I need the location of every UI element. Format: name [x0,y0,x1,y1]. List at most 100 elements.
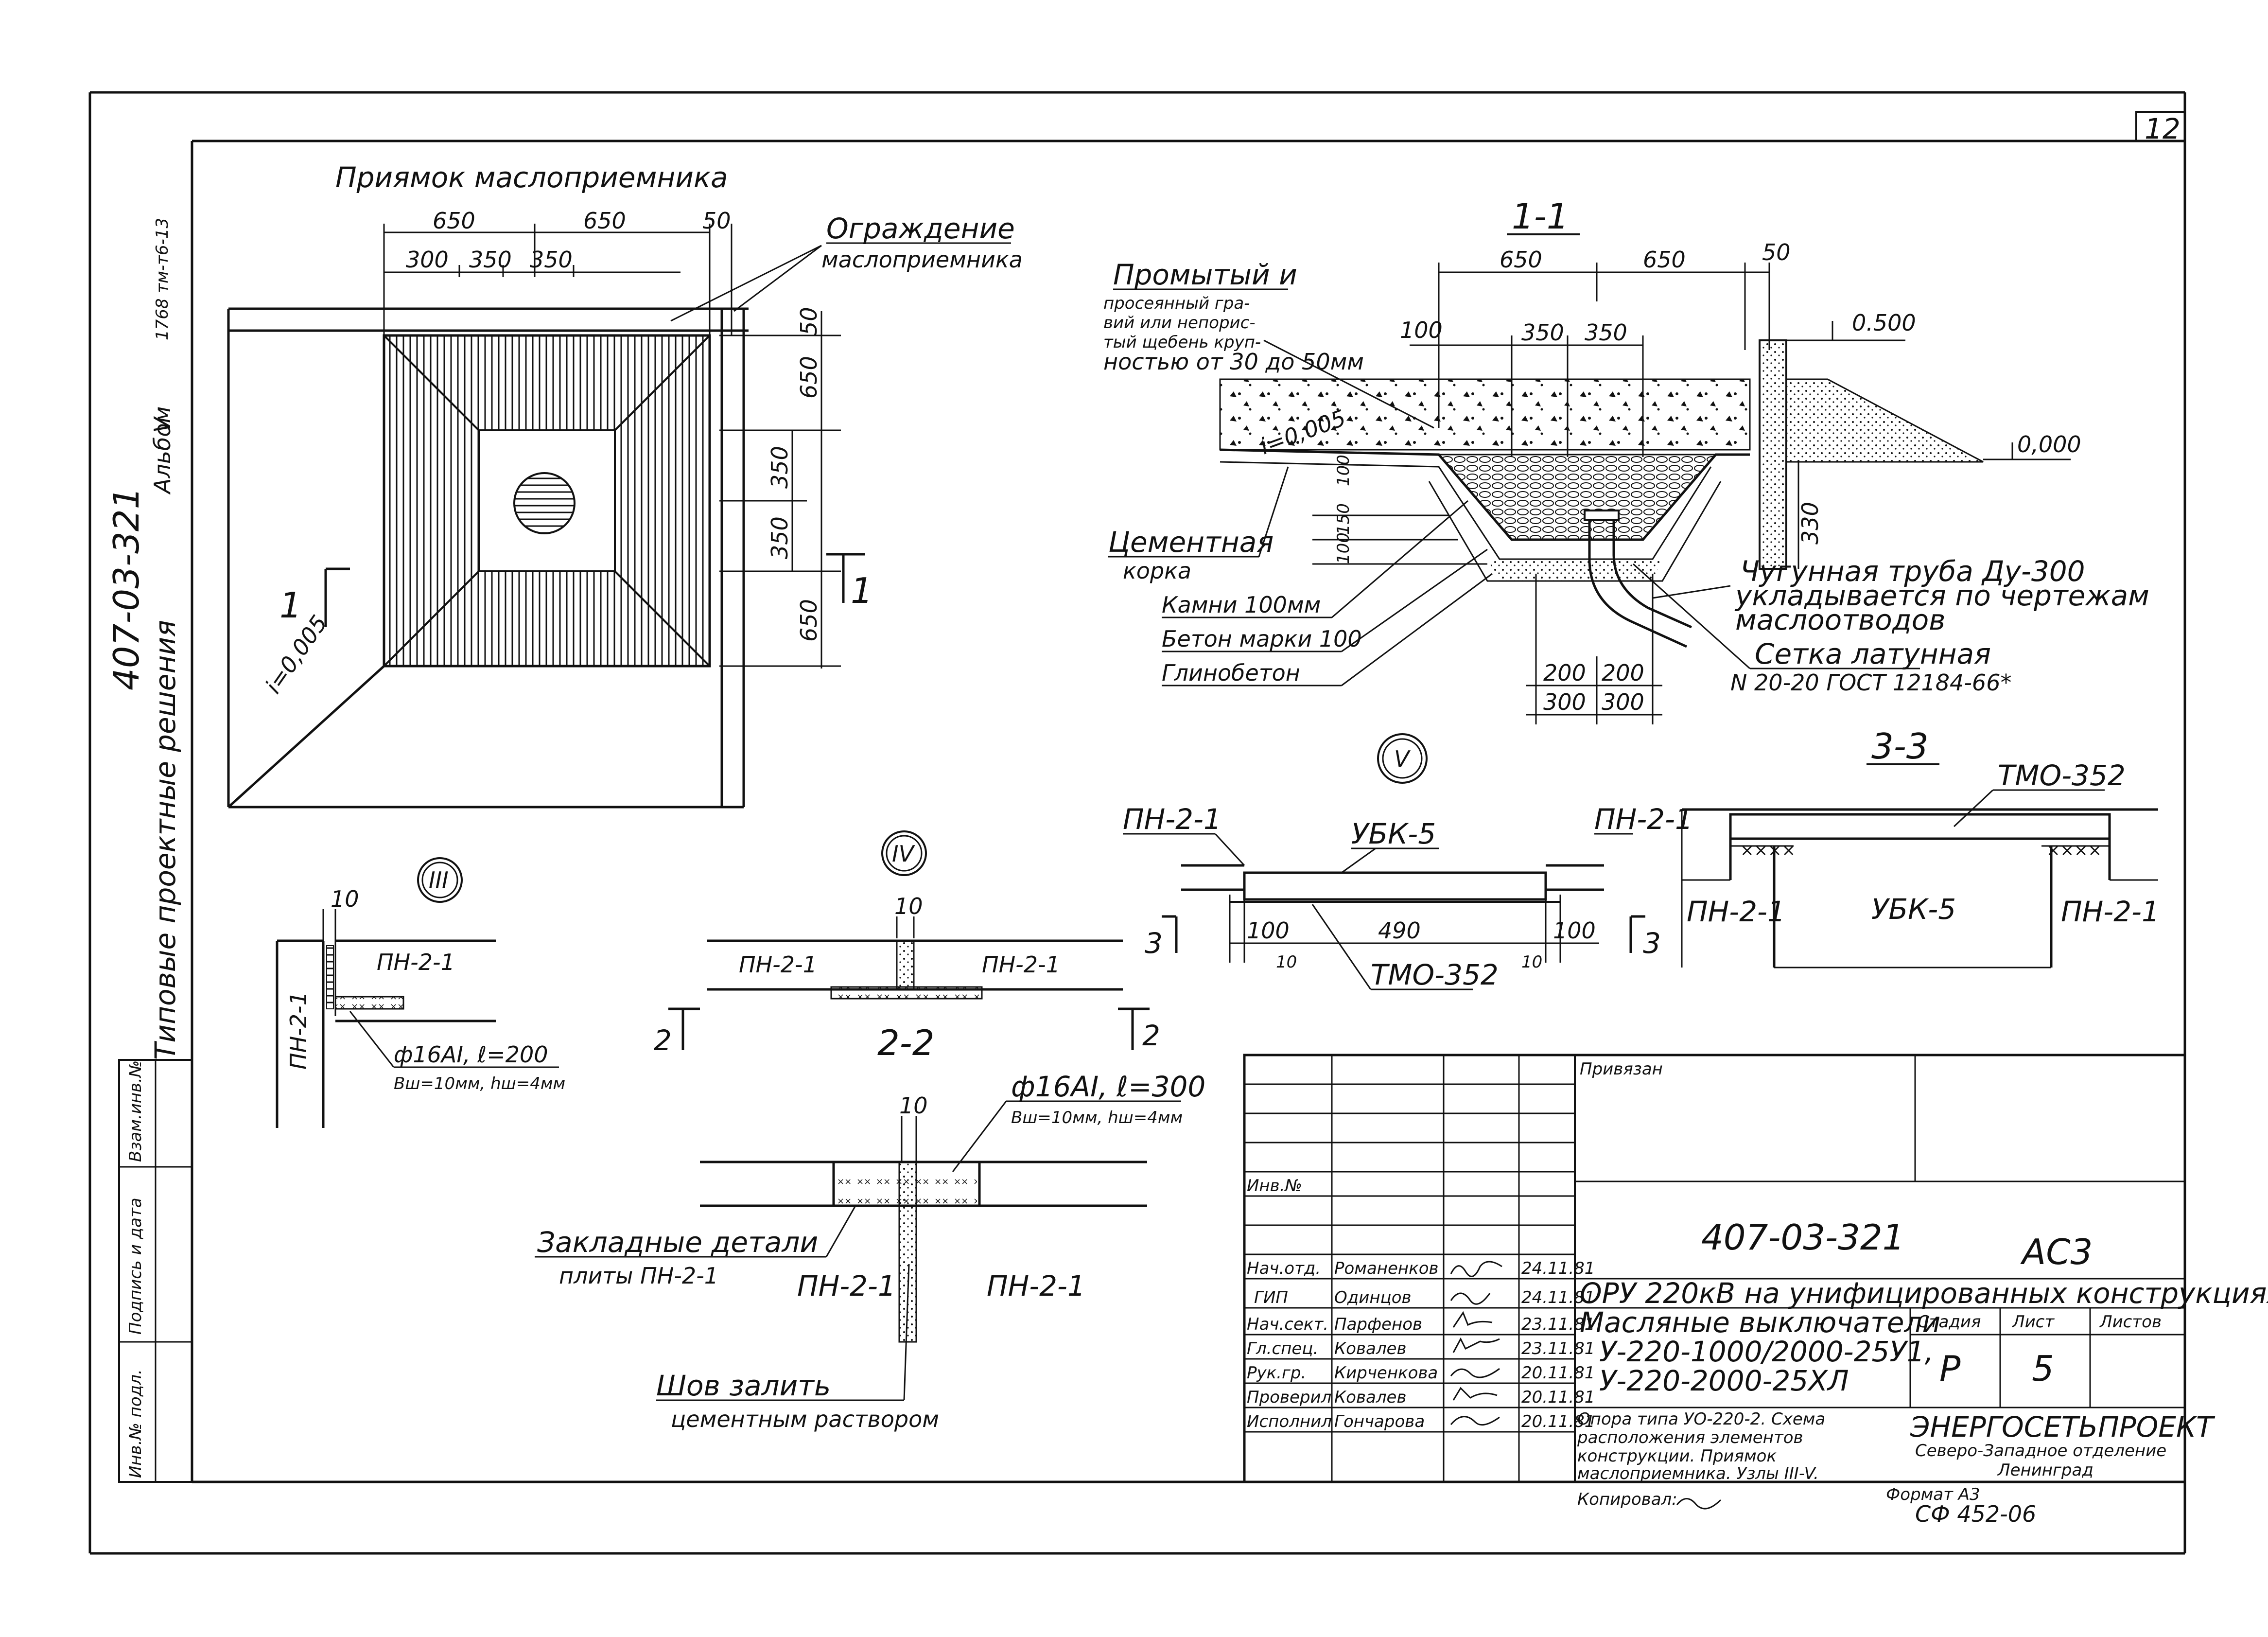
plan-dim-right-2: 650 [796,356,822,399]
s33-weld-left: ×××× [1740,841,1796,860]
tb-stage: Р [1939,1348,1961,1389]
side-stamp-replace: Взам.инв.№ [126,1060,145,1162]
node-III-panel-h: ПН-2-1 [377,949,455,975]
s22-left: ПН-2-1 [797,1269,896,1303]
layer-cement-1: Цементная [1108,526,1274,559]
node-IV: IV 10 ПН-2-1 ПН-2-1 2 2 2-2 [654,830,1160,1063]
side-stamp-inv: Инв.№ подл. [126,1369,145,1478]
s33-plate: ТМО-352 [1998,759,2126,792]
sig-name-7: Гончарова [1334,1412,1425,1431]
gravel-note-2: просеянный гра- [1103,294,1250,313]
s22-bar: ф16АI, ℓ=300 [1011,1070,1205,1103]
node-IV-left: ПН-2-1 [739,951,817,978]
sig-name-4: Ковалев [1334,1339,1407,1358]
tb-sheets-label: Листов [2099,1312,2162,1332]
sig-role-2: ГИП [1254,1288,1288,1307]
s11-layer-dim-3: 100 [1334,532,1353,564]
node-III-dim: 10 [331,886,359,912]
node-V-beam-label: УБК-5 [1351,817,1436,850]
title-block: Привязан Инв.№ 407-03-321 АС3 ОРУ 220кВ … [1243,1054,2268,1527]
tb-doc-code: 407-03-321 [1701,1217,1904,1258]
layer-cement-2: корка [1123,558,1191,584]
album-title: Типовые проектные решения [149,620,182,1060]
left-margin: 407-03-321 Типовые проектные решения Аль… [106,218,182,1060]
plan-title: Приямок маслоприемника [335,161,728,194]
tb-sheet: 5 [2032,1348,2054,1389]
plan-dim-top-1: 650 [433,208,475,234]
section-2-2-title: 2-2 [877,1022,935,1063]
mesh-note-2: N 20-20 ГОСТ 12184-66* [1730,669,2011,696]
album-ref: 407-03-321 [106,487,147,690]
s33-weld-right: ×××× [2046,841,2102,860]
plan-dim-top-2: 650 [583,208,626,234]
node-III: III 10 ПН-2-1 ПН-2-1 ф16АI, ℓ=200 Вш=10м… [276,857,565,1128]
s22-right: ПН-2-1 [987,1269,1085,1303]
album-volume: Альбом [149,406,175,495]
node-III-weld: Вш=10мм, hш=4мм [394,1074,565,1093]
s11-right-dim: 330 [1797,502,1823,545]
plan-dim-right-3: 350 [767,446,793,489]
plan-dim-right-5: 650 [796,599,822,642]
s22-dim: 10 [899,1092,928,1119]
pipe-note-3: маслоотводов [1735,603,1945,636]
tb-sheet-title-3: конструкции. Приямок [1577,1446,1777,1466]
s11-layer-dim-2: 150 [1334,503,1353,535]
signature-scribbles [1450,1261,1502,1426]
tb-privyazan: Привязан [1580,1059,1663,1079]
section-2-2-detail: ф16АI, ℓ=300 Вш=10мм, hш=4мм 10 ПН-2-1 П… [535,1070,1205,1432]
tb-copied: Копировал: [1577,1490,1677,1509]
tb-object-2: У-220-1000/2000-25У1, [1599,1335,1934,1368]
sheet-number: 12 [2145,112,2181,145]
tb-project: ОРУ 220кВ на унифицированных конструкция… [1580,1277,2268,1310]
plan-dim-inner-2: 350 [469,246,512,273]
mesh-note-1: Сетка латунная [1755,637,1991,670]
s33-beam: УБК-5 [1871,893,1956,926]
sig-name-1: Романенков [1334,1259,1439,1278]
s11-dim-bottom-1a: 200 [1543,660,1586,686]
s11-dim-top-2: 650 [1643,246,1686,273]
node-IV-cut-left: 2 [654,1024,672,1057]
node-III-mark: III [429,867,449,893]
sig-date-7: 20.11.81 [1521,1412,1595,1431]
s22-embedded-2: плиты ПН-2-1 [559,1263,718,1289]
s22-joint-1: Шов залить [656,1369,831,1402]
gravel-note-5: ностью от 30 до 50мм [1103,349,1364,375]
s11-dim-top-3: 50 [1762,239,1791,265]
s11-level-ground: 0,000 [2017,431,2081,458]
section-3-3: 3-3 ТМО-352 ×××× ×××× УБК-5 ПН-2-1 ПН-2-… [1681,726,2160,968]
sig-date-3: 23.11.81 [1521,1315,1595,1334]
node-V-dim-1: 100 [1247,917,1290,944]
tb-sheet-title-1: Опора типа УО-220-2. Схема [1577,1409,1825,1429]
node-V-cut-left: 3 [1145,927,1163,960]
plan-section-mark-left: 1 [279,585,302,626]
s11-dim-top-1: 650 [1500,246,1542,273]
tb-object-3: У-220-2000-25ХЛ [1599,1364,1849,1397]
node-V-dim-2: 490 [1378,917,1421,944]
node-IV-dim: 10 [894,893,923,919]
sig-name-5: Кирченкова [1334,1363,1438,1383]
s11-dim-bottom-1b: 200 [1602,660,1644,686]
node-V: V ПН-2-1 ПН-2-1 УБК-5 100 490 100 10 10 … [1123,733,1693,991]
s33-right: ПН-2-1 [2061,895,2160,928]
node-III-bar: ф16АI, ℓ=200 [394,1041,548,1068]
node-III-panel-v: ПН-2-1 [285,991,312,1070]
pipe-note-1: Чугунная труба Ду-300 [1740,555,2085,588]
copier-signature [1676,1498,1722,1510]
layer-concrete: Бетон марки 100 [1162,626,1362,652]
s11-dim-inner-2: 350 [1521,319,1564,346]
node-V-dim-3: 100 [1553,917,1596,944]
sig-name-3: Парфенов [1334,1315,1422,1334]
plan-dim-top-3: 50 [702,208,731,234]
tb-stage-label: Стадия [1918,1312,1981,1332]
node-V-cut-right: 3 [1643,927,1661,960]
s11-level-top: 0.500 [1852,310,1916,336]
fence-label-2: маслоприемника [821,246,1023,273]
tb-object-1: Масляные выключатели [1580,1306,1940,1339]
s33-left: ПН-2-1 [1687,895,1785,928]
node-IV-cut-right: 2 [1142,1019,1160,1052]
tb-org-city: Ленинград [1997,1461,2094,1480]
sig-date-2: 24.11.81 [1521,1288,1595,1307]
section-1-1: 1-1 650 650 50 100 350 350 100 150 100 i… [1103,196,2149,724]
section-3-3-title: 3-3 [1871,726,1929,767]
